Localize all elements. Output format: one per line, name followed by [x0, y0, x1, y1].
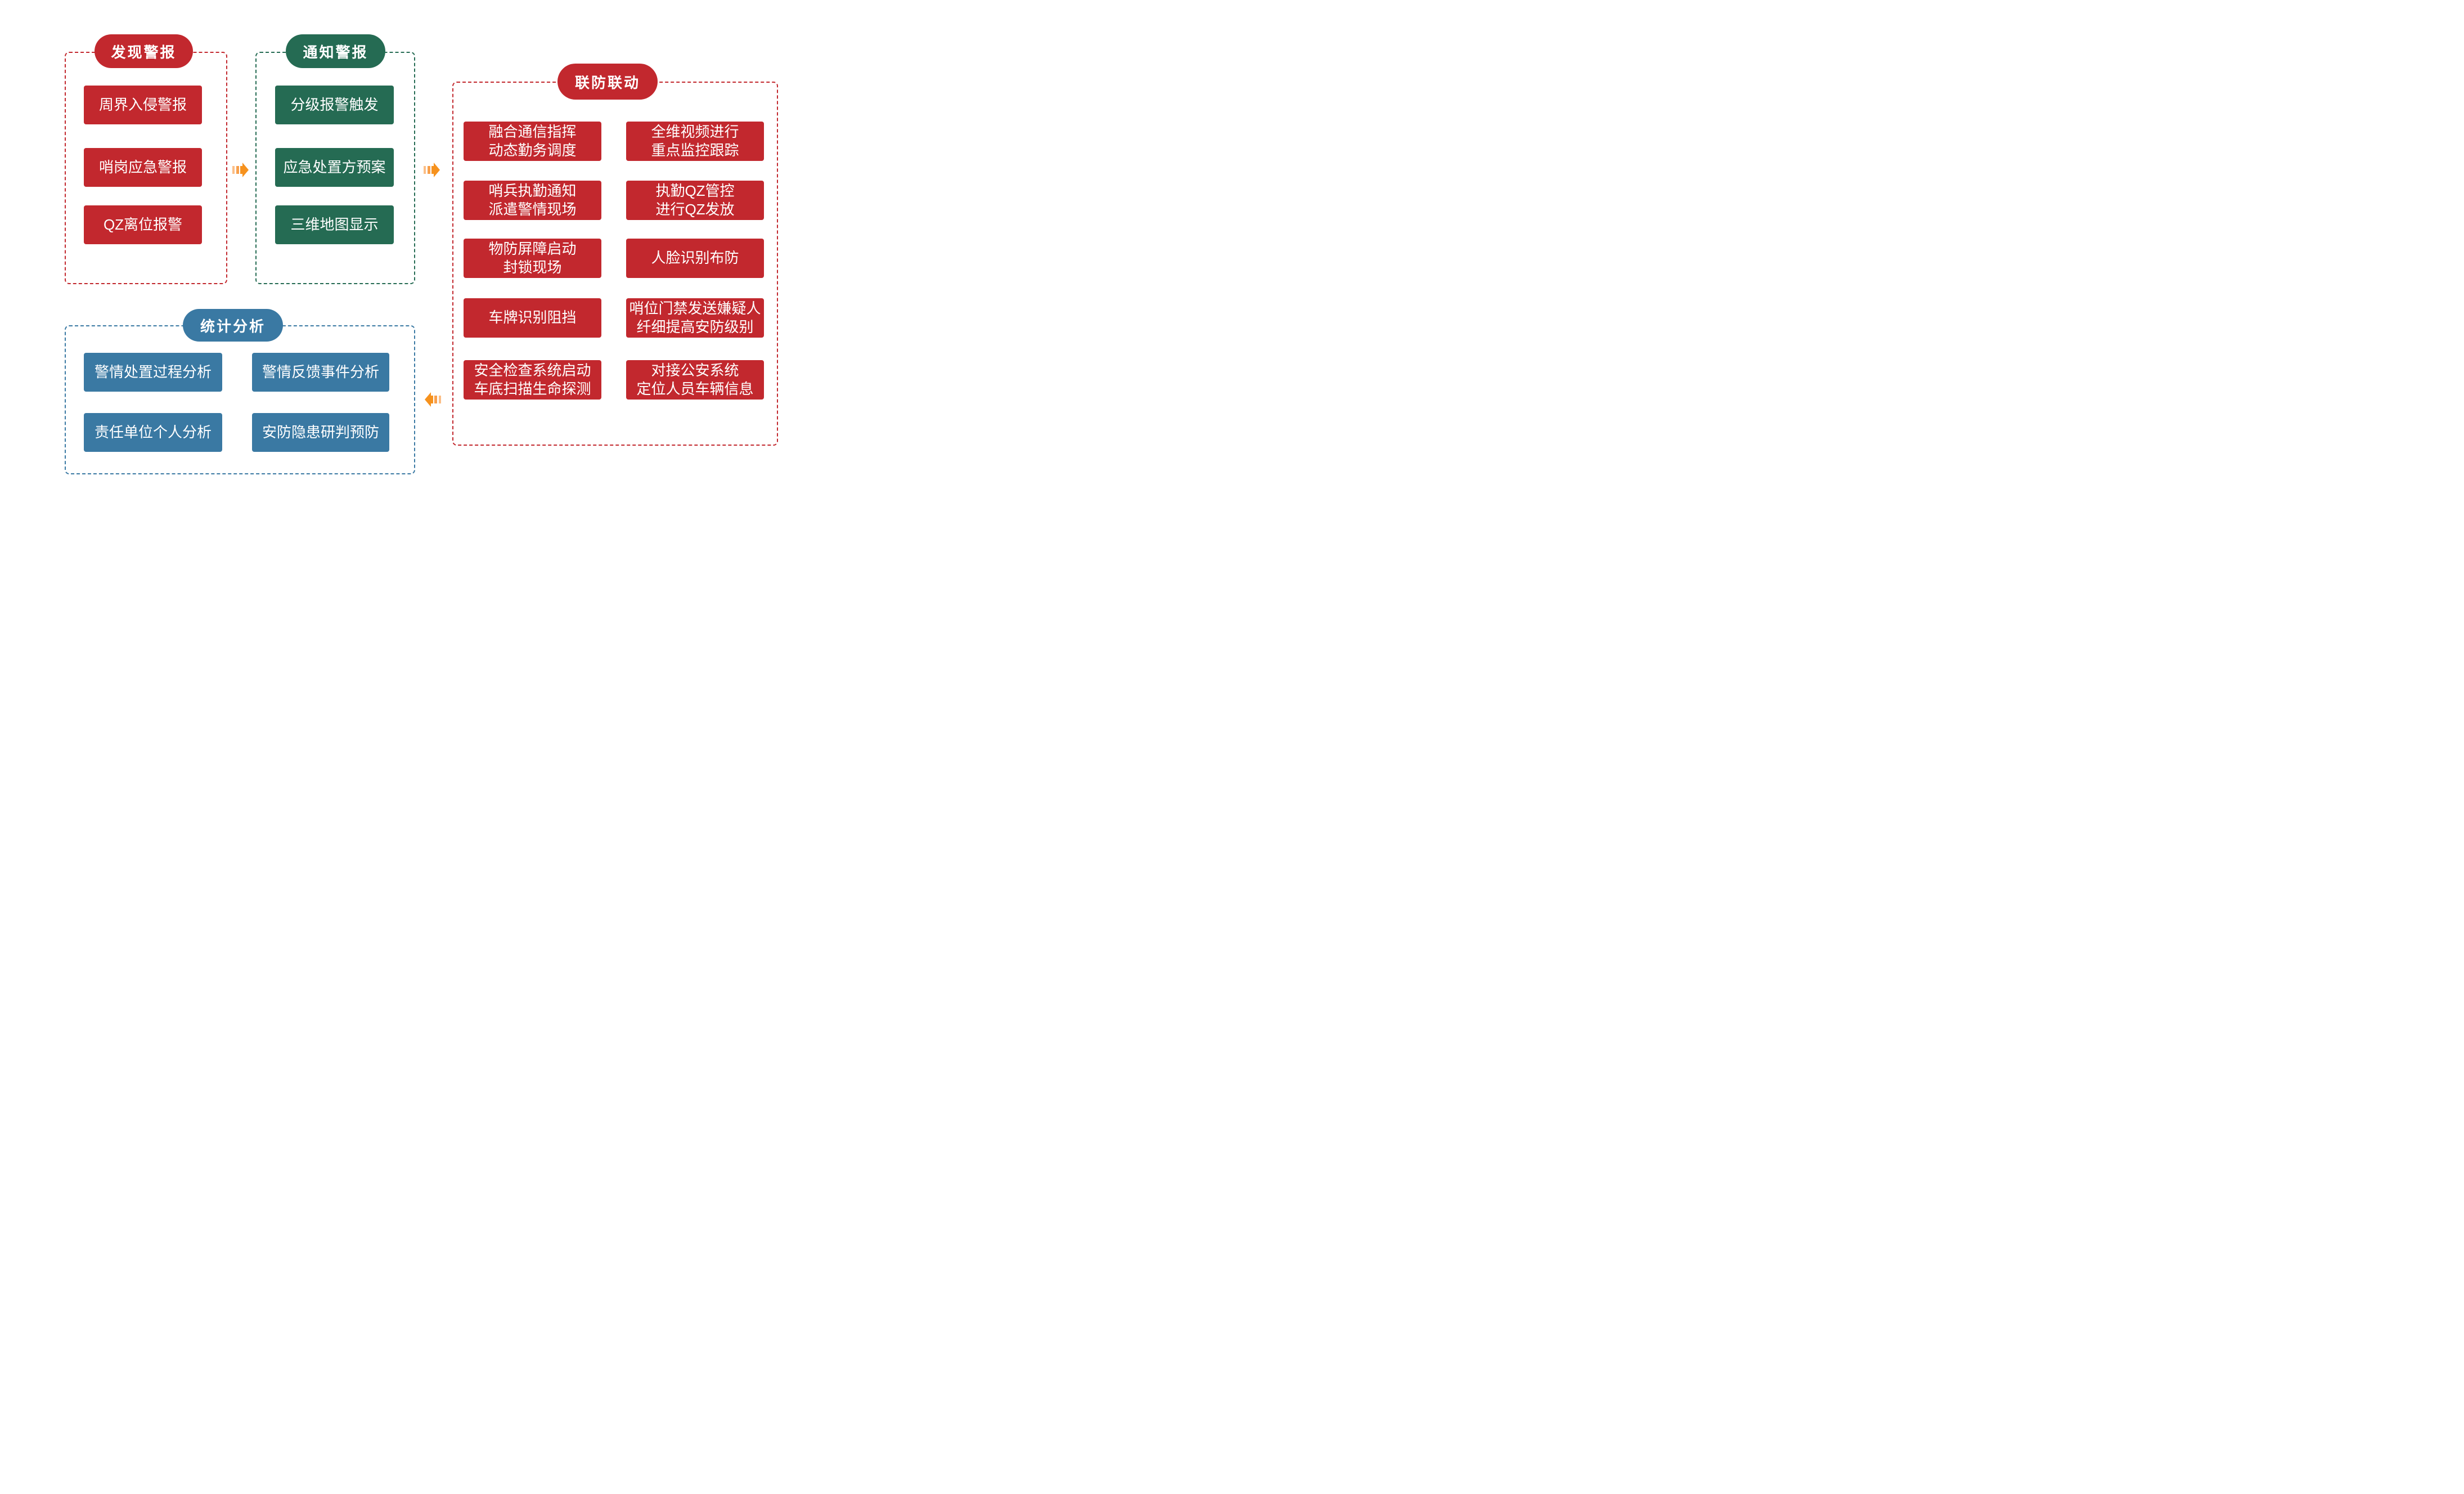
- three-d-map-display-box: 三维地图显示: [275, 205, 394, 244]
- qz-off-position-alarm-box: QZ离位报警: [84, 205, 202, 244]
- sentry-post-emergency-alarm-box: 哨岗应急警报: [84, 148, 202, 187]
- security-risk-assessment-box: 安防隐患研判预防: [252, 413, 389, 452]
- discover-alarm-pill: 发现警报: [95, 34, 193, 68]
- flow-arrow-right-2-icon: [424, 163, 440, 177]
- plate-recognition-block-box: 车牌识别阻挡: [464, 298, 601, 338]
- security-alarm-flow-diagram: 发现警报 周界入侵警报 哨岗应急警报 QZ离位报警 通知警报 分级报警触发 应急…: [0, 0, 821, 498]
- joint-defense-linkage-pill: 联防联动: [557, 64, 658, 100]
- alarm-feedback-event-analysis-box: 警情反馈事件分析: [252, 353, 389, 392]
- flow-arrow-left-icon: [425, 392, 441, 407]
- statistical-analysis-panel: [65, 325, 415, 474]
- notify-alarm-pill: 通知警报: [286, 34, 385, 68]
- security-check-underbody-scan-box: 安全检查系统启动 车底扫描生命探测: [464, 360, 601, 400]
- physical-barrier-lockdown-box: 物防屏障启动 封锁现场: [464, 239, 601, 278]
- sentry-access-suspect-alert-box: 哨位门禁发送嫌疑人 纤细提高安防级别: [626, 298, 764, 338]
- police-system-integration-box: 对接公安系统 定位人员车辆信息: [626, 360, 764, 400]
- sentry-duty-notification-box: 哨兵执勤通知 派遣警情现场: [464, 181, 601, 220]
- emergency-response-plan-box: 应急处置方预案: [275, 148, 394, 187]
- flow-arrow-right-1-icon: [232, 163, 249, 177]
- graded-alarm-trigger-box: 分级报警触发: [275, 86, 394, 124]
- integrated-comms-dispatch-box: 融合通信指挥 动态勤务调度: [464, 122, 601, 161]
- statistical-analysis-pill: 统计分析: [183, 309, 283, 342]
- alarm-handling-process-analysis-box: 警情处置过程分析: [84, 353, 222, 392]
- face-recognition-deployment-box: 人脸识别布防: [626, 239, 764, 278]
- perimeter-intrusion-alarm-box: 周界入侵警报: [84, 86, 202, 124]
- panoramic-video-tracking-box: 全维视频进行 重点监控跟踪: [626, 122, 764, 161]
- responsible-unit-person-analysis-box: 责任单位个人分析: [84, 413, 222, 452]
- duty-qz-control-box: 执勤QZ管控 进行QZ发放: [626, 181, 764, 220]
